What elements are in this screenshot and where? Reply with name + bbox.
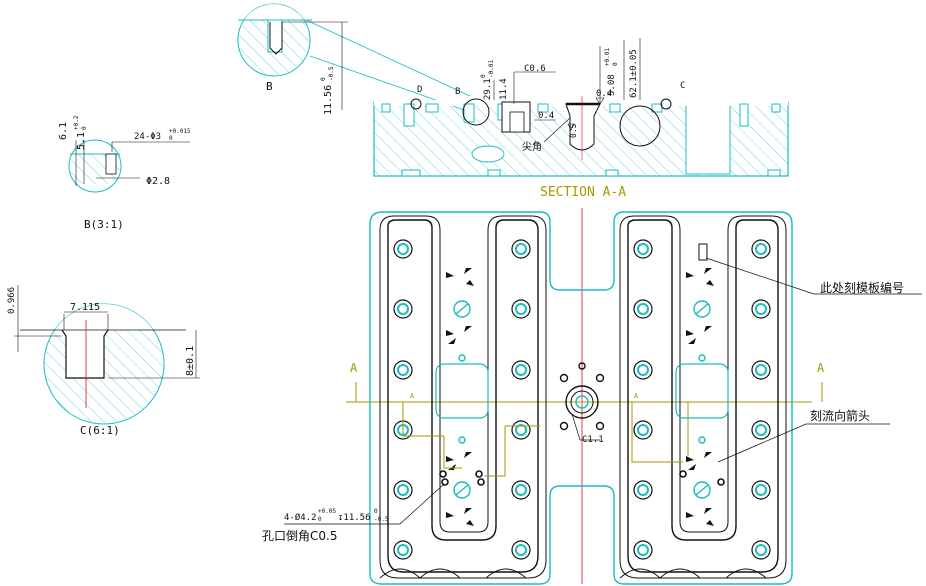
dim-5-08-tol-dn: 0 <box>612 62 619 66</box>
dim-6-1: 6.1 <box>58 122 69 140</box>
section-marker-b: B <box>455 87 460 97</box>
dim-11-56-tol-dn: -0.5 <box>328 66 335 81</box>
note-mold-number: 此处刻模板编号 <box>820 280 904 295</box>
section-marker-d: D <box>417 85 422 95</box>
dim-7-115: 7.115 <box>70 302 100 313</box>
hole-spec-tol-dn: 0 <box>318 516 322 523</box>
plan-view: A A A A 此处刻模板编号 刻流向箭头 C1.1 4-Ø4.2 +0.05 … <box>262 208 922 585</box>
dim-5-1-tol-up: +0.2 <box>73 115 80 130</box>
detail-b-callout: B 11.56 0 -0.5 <box>237 3 471 115</box>
dim-24-holes-tol-up: +0.015 <box>169 128 191 135</box>
dim-11-56: 11.56 <box>323 85 334 115</box>
dim-29-1-tol-dn: -0.01 <box>488 60 495 78</box>
section-letter-right: A <box>817 361 825 375</box>
dim-5-08: 5.08 <box>607 74 617 96</box>
dim-8-depth: 8±0.1 <box>185 346 196 376</box>
dim-5-1-tol-dn: 0 <box>81 126 88 130</box>
detail-c-scale-label: C(6:1) <box>80 424 120 437</box>
dim-24-holes: 24-Φ3 <box>134 132 161 142</box>
section-mark-2: A <box>634 392 639 400</box>
dim-29-1: 29.1 <box>483 78 493 100</box>
dim-dia-2-8: Φ2.8 <box>146 176 170 187</box>
dim-5-08-tol-up: +0.01 <box>604 48 611 66</box>
hole-depth-tol-dn: -0.5 <box>374 516 389 523</box>
detail-b-view: 6.1 5.1 +0.2 0 24-Φ3 +0.015 0 Φ2.8 B(3:1… <box>58 115 191 231</box>
section-a-a: D B C C0.6 29.1 0 -0.01 11.4 0.4 0.4 5.0… <box>373 38 789 200</box>
dim-62-1: 62.1±0.05 <box>629 49 639 98</box>
hole-chamfer-note: 孔口倒角C0.5 <box>262 529 337 543</box>
hole-spec: 4-Ø4.2 <box>284 512 317 523</box>
dim-29-1-tol-up: 0 <box>480 74 487 78</box>
dim-0-4-a: 0.4 <box>538 111 554 121</box>
dim-0-5: 0.5 <box>569 123 578 138</box>
detail-c-view: 7.115 0.966 8±0.1 C(6:1) <box>7 285 200 437</box>
detail-b-scale-label: B(3:1) <box>84 218 124 231</box>
dim-0-4-b: 0.4 <box>596 89 612 99</box>
section-letter-left: A <box>350 361 358 375</box>
chamfer-c06: C0.6 <box>524 64 546 74</box>
section-title: SECTION A-A <box>540 185 626 200</box>
sharp-corner-note: 尖角 <box>522 140 542 153</box>
hole-spec-tol-up: +0.05 <box>318 508 336 515</box>
section-marker-c: C <box>680 81 685 91</box>
hole-depth-tol-up: 0 <box>374 508 378 515</box>
section-mark-1: A <box>410 392 415 400</box>
detail-b-label: B <box>266 80 273 93</box>
hole-depth: ↧11.56 <box>338 513 371 523</box>
dim-11-4: 11.4 <box>499 78 509 100</box>
note-flow-arrow: 刻流向箭头 <box>810 408 870 423</box>
dim-0-966: 0.966 <box>7 287 17 314</box>
dim-24-holes-tol-dn: 0 <box>169 135 173 142</box>
center-chamfer-c1-1: C1.1 <box>582 435 604 445</box>
dim-5-1: 5.1 <box>76 132 87 150</box>
dim-11-56-tol-up: 0 <box>320 77 327 81</box>
